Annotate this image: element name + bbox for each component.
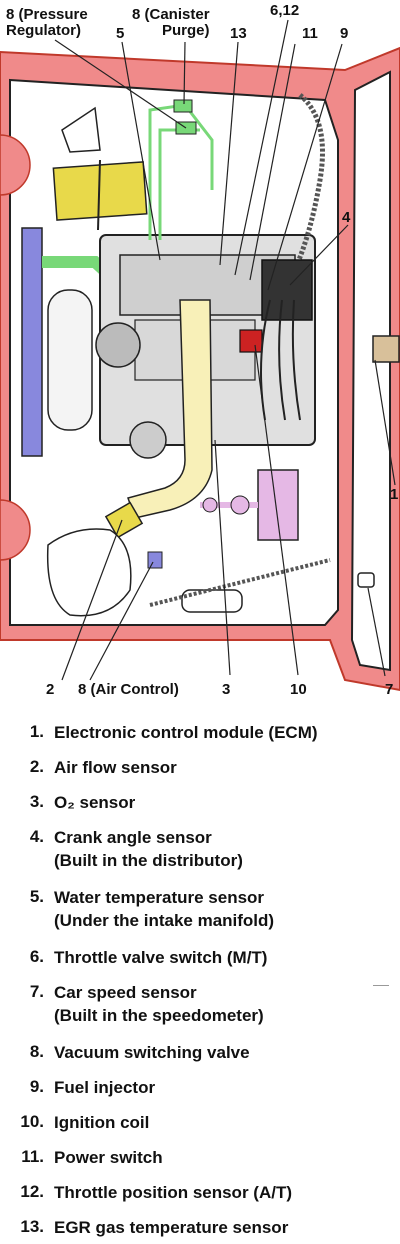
legend-subtext: (Built in the distributor) xyxy=(54,851,243,870)
callout-5: 5 xyxy=(116,25,125,42)
callout-9: 9 xyxy=(340,25,349,42)
legend-subtext: (Built in the speedometer) xyxy=(54,1006,264,1025)
alternator xyxy=(129,421,167,459)
ecm-box xyxy=(372,335,400,363)
charcoal-canister xyxy=(257,469,299,541)
callout-3: 3 xyxy=(222,681,231,698)
headlight-bottom xyxy=(0,499,31,561)
callout-8-pressure-regulator: 8 (Pressure Regulator) xyxy=(6,6,88,39)
legend-text: O₂ sensor xyxy=(54,793,136,812)
legend-text: Throttle valve switch (M/T) xyxy=(54,948,268,967)
divider-mark xyxy=(373,985,389,986)
legend-text: Crank angle sensor xyxy=(54,828,212,847)
callout-8-air-control: 8 (Air Control) xyxy=(78,681,179,698)
callout-4: 4 xyxy=(342,209,351,226)
legend-num: 6. xyxy=(29,947,44,966)
air-cleaner xyxy=(46,528,132,617)
legend-num: 5. xyxy=(29,887,44,906)
canister-joint-a xyxy=(202,497,218,513)
legend-text: Electronic control module (ECM) xyxy=(54,723,318,742)
legend-text: Car speed sensor xyxy=(54,983,197,1002)
legend-text: EGR gas temperature sensor xyxy=(54,1218,289,1237)
leader-lines xyxy=(54,19,396,681)
wiring-harness xyxy=(287,93,325,282)
headlight-top xyxy=(0,134,31,196)
speed-sensor xyxy=(357,572,375,588)
air-flow-sensor xyxy=(104,501,144,539)
pulley xyxy=(95,322,141,368)
engine-diagram xyxy=(0,19,400,692)
legend-text: Water temperature sensor xyxy=(54,888,265,907)
legend-num: 1. xyxy=(29,722,44,741)
right-panel xyxy=(350,70,391,672)
legend-text: Vacuum switching valve xyxy=(54,1043,250,1062)
callout-6-12: 6,12 xyxy=(270,2,300,19)
legend-num: 4. xyxy=(29,827,44,846)
radiator xyxy=(21,227,43,457)
legend-num: 10. xyxy=(20,1112,44,1131)
legend-num: 12. xyxy=(20,1182,44,1201)
callout-8-canister-purge: 8 (Canister Purge) xyxy=(132,6,210,39)
bracket xyxy=(61,106,101,153)
callout-7: 7 xyxy=(385,681,394,698)
callout-13: 13 xyxy=(230,25,247,42)
callout-1: 1 xyxy=(390,486,399,503)
ignition-coil xyxy=(239,329,263,353)
canister-purge-valve xyxy=(173,99,193,113)
legend-subtext: (Under the intake manifold) xyxy=(54,911,275,930)
canister-joint-b xyxy=(230,495,250,515)
battery-strap xyxy=(97,159,101,231)
legend-text: Fuel injector xyxy=(54,1078,156,1097)
legend-text: Throttle position sensor (A/T) xyxy=(54,1183,292,1202)
legend-num: 11. xyxy=(21,1147,44,1166)
legend-num: 7. xyxy=(29,982,44,1001)
callout-10: 10 xyxy=(290,681,307,698)
callout-11: 11 xyxy=(302,25,318,42)
legend-num: 9. xyxy=(29,1077,44,1096)
legend-num: 8. xyxy=(29,1042,44,1061)
firewall-bracket xyxy=(181,589,243,613)
legend-num: 13. xyxy=(20,1217,44,1236)
legend-text: Power switch xyxy=(54,1148,163,1167)
distributor xyxy=(261,259,313,321)
legend-text: Ignition coil xyxy=(54,1113,150,1132)
legend-num: 2. xyxy=(29,757,44,776)
fan xyxy=(47,289,93,431)
legend-text: Air flow sensor xyxy=(54,758,177,777)
callout-2: 2 xyxy=(46,681,55,698)
air-intake-duct xyxy=(127,299,213,519)
legend-num: 3. xyxy=(29,792,44,811)
lower-cable xyxy=(149,558,331,607)
air-control-valve xyxy=(147,551,163,569)
